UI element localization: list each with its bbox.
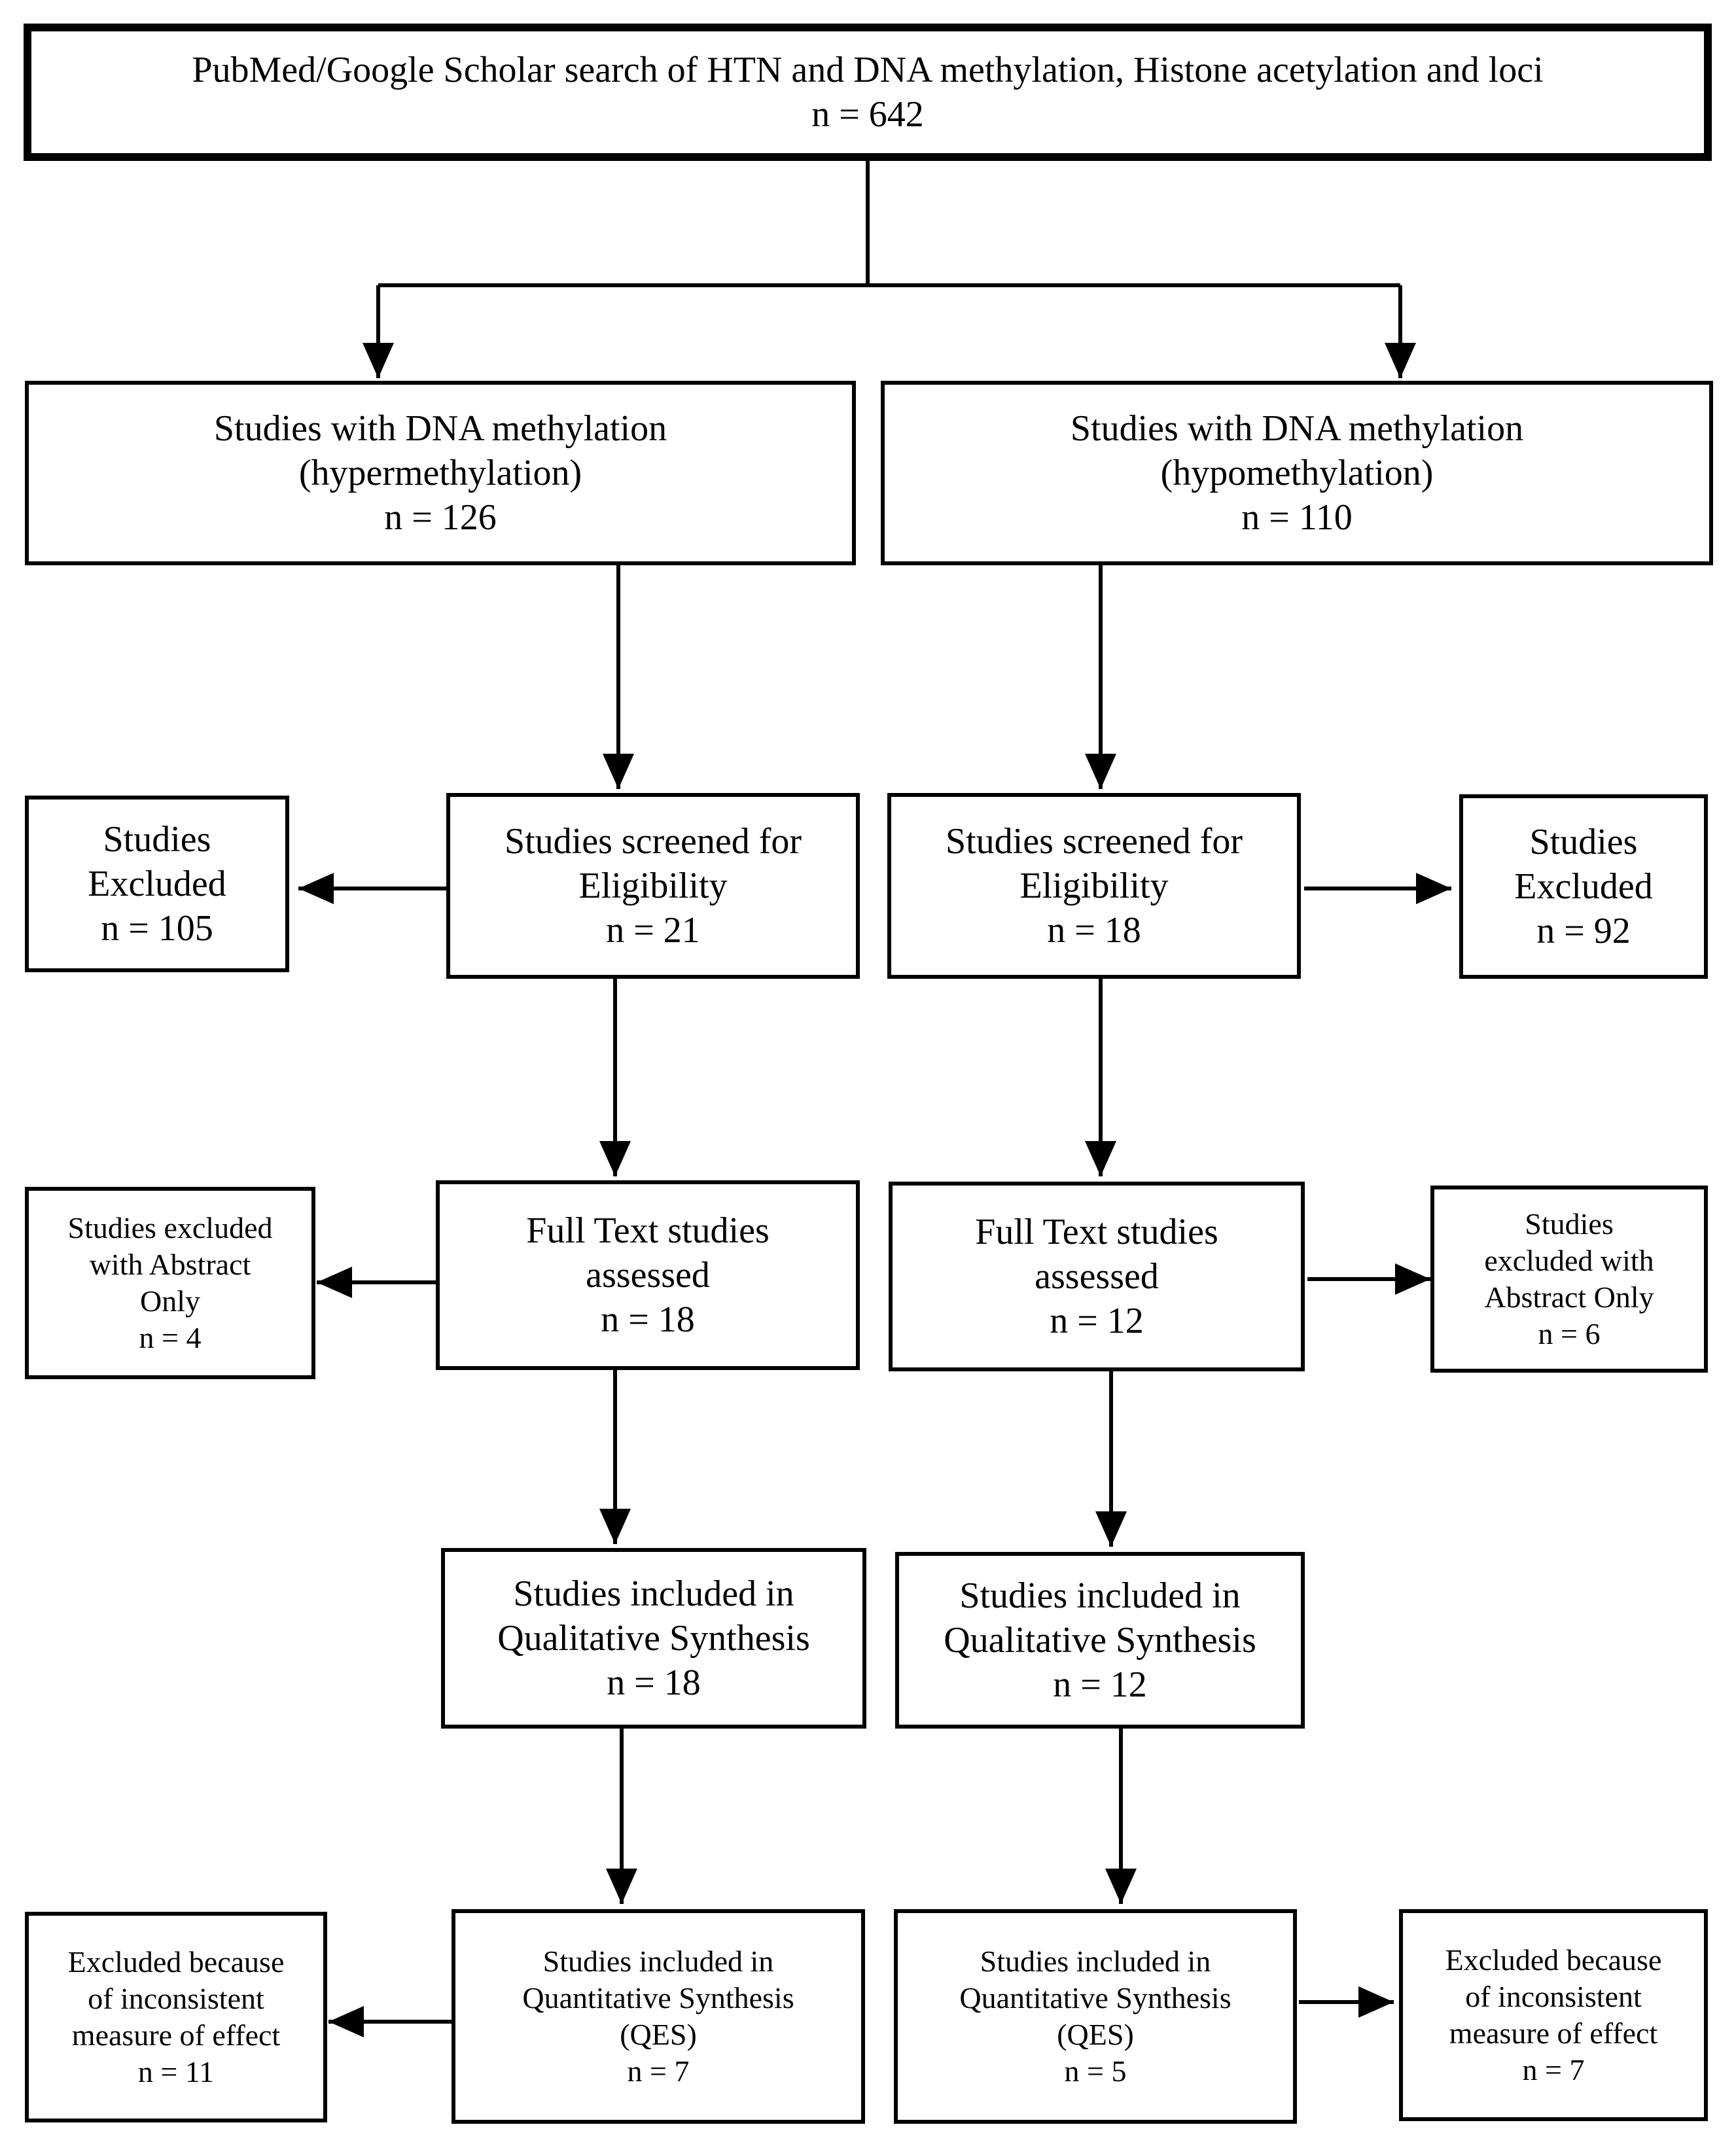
box-text-line: n = 110 [1241, 497, 1353, 538]
right-effect-excluded-box: Excluded because of inconsistent measure… [1399, 1909, 1708, 2121]
box-text-line: measure of effect [71, 2018, 281, 2052]
left-quantitative-box: Studies included in Quantitative Synthes… [452, 1909, 865, 2124]
left-fulltext-box: Full Text studies assessed n = 18 [436, 1180, 860, 1370]
box-text-line: Studies [103, 818, 211, 860]
box-text-line: Full Text studies [526, 1210, 770, 1251]
box-text-line: Full Text studies [975, 1211, 1218, 1252]
box-text-line: with Abstract [89, 1247, 251, 1281]
box-text-line: (QES) [1057, 2018, 1134, 2051]
box-text-line: Studies screened for [504, 820, 802, 862]
box-text-line: Excluded because [1445, 1943, 1662, 1977]
box-text-line: Abstract Only [1484, 1280, 1654, 1314]
box-text-line: Excluded [88, 863, 226, 904]
box-text-line: Studies screened for [945, 820, 1243, 862]
box-text-line: Studies with DNA methylation [213, 408, 667, 449]
box-text-line: Eligibility [1019, 865, 1169, 906]
box-text-line: of inconsistent [1465, 1979, 1642, 2013]
box-text-line: n = 92 [1536, 911, 1631, 952]
box-text-line: (hypomethylation) [1160, 452, 1434, 493]
box-text-line: n = 11 [137, 2055, 215, 2089]
box-text-line: excluded with [1484, 1243, 1654, 1277]
box-text-line: Qualitative Synthesis [944, 1619, 1256, 1661]
box-text-line: Studies excluded [67, 1210, 273, 1244]
box-text-line: Quantitative Synthesis [959, 1980, 1231, 2014]
left-screened-box: Studies screened for Eligibility n = 21 [446, 793, 860, 979]
right-screened-box: Studies screened for Eligibility n = 18 [887, 793, 1301, 979]
right-qualitative-box: Studies included in Qualitative Synthesi… [895, 1552, 1305, 1729]
box-text-line: Studies included in [980, 1944, 1211, 1978]
right-fulltext-box: Full Text studies assessed n = 12 [889, 1182, 1305, 1371]
box-text-line: of inconsistent [88, 1981, 264, 2015]
box-text-line: Studies included in [513, 1573, 794, 1614]
box-text-line: Eligibility [578, 865, 728, 906]
box-text-line: (QES) [620, 2018, 697, 2051]
box-text-line: n = 18 [1047, 910, 1141, 951]
box-text-line: n = 12 [1050, 1301, 1144, 1342]
box-text-line: Only [140, 1284, 200, 1318]
left-qualitative-box: Studies included in Qualitative Synthesi… [441, 1548, 866, 1729]
search-box: PubMed/Google Scholar search of HTN and … [24, 24, 1712, 161]
box-text-line: n = 21 [606, 910, 700, 951]
left-abstract-excluded-box: Studies excluded with Abstract Only n = … [25, 1187, 315, 1379]
right-abstract-excluded-box: Studies excluded with Abstract Only n = … [1430, 1186, 1708, 1373]
left-excluded-box: Studies Excluded n = 105 [25, 796, 289, 972]
box-text-line: Quantitative Synthesis [522, 1980, 794, 2014]
box-text-line: n = 5 [1064, 2054, 1127, 2088]
box-text-line: (hypermethylation) [298, 452, 582, 493]
right-excluded-box: Studies Excluded n = 92 [1459, 794, 1708, 979]
box-text-line: n = 126 [384, 497, 497, 538]
box-text-line: n = 4 [139, 1321, 202, 1355]
right-quantitative-box: Studies included in Quantitative Synthes… [894, 1909, 1297, 2124]
box-text-line: n = 6 [1538, 1317, 1601, 1351]
box-text-line: n = 18 [601, 1299, 695, 1341]
box-text-line: n = 7 [1522, 2053, 1585, 2087]
box-text-line: assessed [586, 1254, 710, 1295]
box-text-line: Qualitative Synthesis [497, 1617, 810, 1659]
box-text-line: Studies with DNA methylation [1070, 408, 1524, 449]
hypermethylation-box: Studies with DNA methylation (hypermethy… [25, 381, 856, 565]
box-text-line: n = 18 [607, 1662, 701, 1704]
box-text-line: Studies included in [542, 1944, 774, 1978]
box-text-line: n = 7 [627, 2054, 690, 2088]
left-effect-excluded-box: Excluded because of inconsistent measure… [25, 1912, 327, 2122]
box-text-line: Excluded because [67, 1944, 285, 1979]
box-text-line: Studies [1529, 821, 1638, 862]
box-text-line: assessed [1035, 1256, 1159, 1297]
box-text-line: PubMed/Google Scholar search of HTN and … [192, 49, 1544, 90]
box-text-line: Excluded [1514, 866, 1653, 907]
hypomethylation-box: Studies with DNA methylation (hypomethyl… [881, 381, 1713, 565]
box-text-line: Studies included in [959, 1575, 1241, 1616]
box-text-line: n = 12 [1053, 1664, 1147, 1706]
box-text-line: n = 642 [811, 94, 924, 135]
box-text-line: Studies [1525, 1206, 1614, 1240]
box-text-line: n = 105 [101, 908, 213, 949]
box-text-line: measure of effect [1449, 2016, 1658, 2050]
